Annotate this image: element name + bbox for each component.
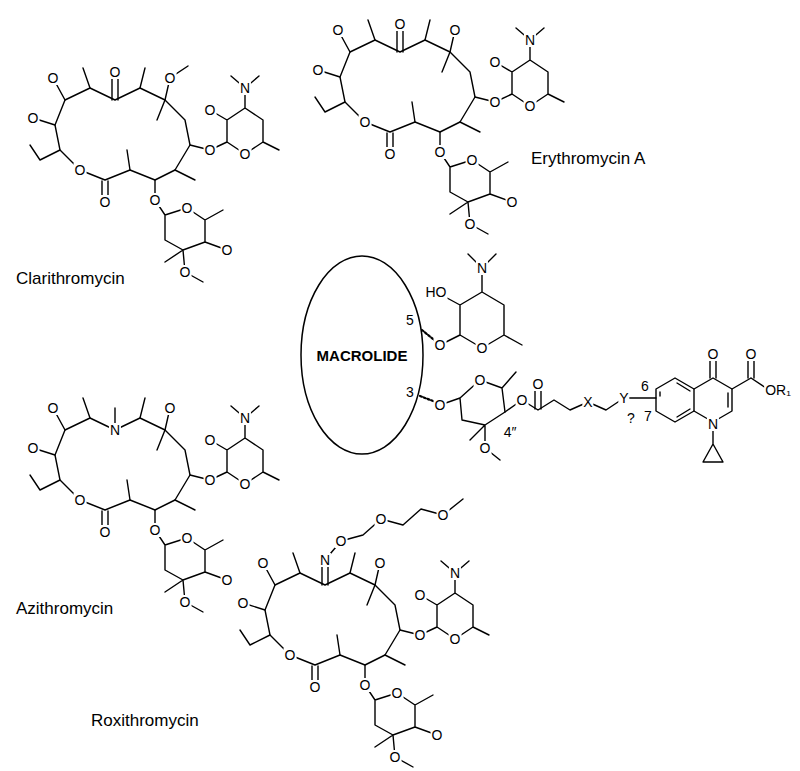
atom-label: O xyxy=(204,433,217,447)
atom-label: O xyxy=(179,265,192,279)
atom-label: N xyxy=(476,261,488,275)
atom-label: O xyxy=(309,680,322,694)
atom-label: O xyxy=(375,512,388,526)
atom-label: O xyxy=(374,556,387,570)
atom-label: O xyxy=(414,628,427,642)
atom-label: N xyxy=(109,423,121,437)
atom-label: O xyxy=(384,147,397,161)
atom-label: O xyxy=(312,63,325,77)
position-number: 6 xyxy=(640,379,650,393)
azithromycin-structure xyxy=(30,398,279,612)
atom-label: O xyxy=(434,338,447,352)
atom-label: N xyxy=(449,566,461,580)
roxithromycin-structure xyxy=(240,499,489,767)
atom-label: O xyxy=(164,401,177,415)
atom-label: O xyxy=(466,153,479,167)
position-number: ? xyxy=(626,411,636,425)
atom-label: O xyxy=(47,71,60,85)
atom-label: O xyxy=(489,55,502,69)
atom-label: OR₁ xyxy=(764,383,792,397)
atom-label: O xyxy=(434,145,447,159)
atom-label: O xyxy=(149,523,162,537)
atom-label: O xyxy=(284,648,297,662)
atom-label: O xyxy=(239,477,252,491)
hybrid-structure xyxy=(420,254,766,462)
atom-label: O xyxy=(516,393,529,407)
atom-label: O xyxy=(99,195,112,209)
atom-label: X xyxy=(582,395,593,409)
atom-label: O xyxy=(149,193,162,207)
position-number: 5 xyxy=(405,313,415,327)
clarithromycin-structure xyxy=(30,66,279,282)
atom-label: O xyxy=(394,17,407,31)
atom-label: O xyxy=(204,143,217,157)
atom-label: O xyxy=(524,99,537,113)
atom-label: O xyxy=(27,111,40,125)
atom-label: O xyxy=(47,401,60,415)
atom-label: O xyxy=(257,556,270,570)
atom-label: O xyxy=(359,115,372,129)
atom-label: O xyxy=(489,95,502,109)
atom-label: N xyxy=(239,411,251,425)
macrolide-ellipse: MACROLIDE xyxy=(300,255,424,455)
atom-label: O xyxy=(707,347,720,361)
atom-label: O xyxy=(237,596,250,610)
atom-label: O xyxy=(434,398,447,412)
node-text: MACROLIDE xyxy=(317,347,408,364)
position-number: 4″ xyxy=(503,425,518,439)
atom-label: N xyxy=(239,81,251,95)
atom-label: O xyxy=(431,728,444,742)
atom-label: O xyxy=(476,341,489,355)
atom-label: O xyxy=(437,508,450,522)
position-number: 3 xyxy=(405,385,415,399)
atom-label: O xyxy=(391,686,404,700)
atom-label: O xyxy=(181,531,194,545)
atom-label: N xyxy=(707,417,719,431)
atom-label: Y xyxy=(618,391,629,405)
compound-name: Erythromycin A xyxy=(530,150,646,167)
atom-label: O xyxy=(464,217,477,231)
atom-label: O xyxy=(221,573,234,587)
compound-name: Clarithromycin xyxy=(15,270,126,287)
erythromycin-a-structure xyxy=(315,20,564,234)
compound-name: Azithromycin xyxy=(15,600,114,617)
compound-name: Roxithromycin xyxy=(90,712,200,729)
atom-label: O xyxy=(449,23,462,37)
atom-label: O xyxy=(332,23,345,37)
atom-label: O xyxy=(74,493,87,507)
atom-label: O xyxy=(506,195,519,209)
atom-label: O xyxy=(99,525,112,539)
atom-label: O xyxy=(745,347,758,361)
atom-label: O xyxy=(74,163,87,177)
atom-label: O xyxy=(359,678,372,692)
atom-label: O xyxy=(27,441,40,455)
atom-label: O xyxy=(239,147,252,161)
atom-label: O xyxy=(164,71,177,85)
atom-label: O xyxy=(204,473,217,487)
atom-label: O xyxy=(414,588,427,602)
atom-label: O xyxy=(204,103,217,117)
position-number: 7 xyxy=(643,409,653,423)
atom-label: N xyxy=(524,33,536,47)
atom-label: O xyxy=(181,201,194,215)
atom-label: O xyxy=(449,632,462,646)
atom-label: HO xyxy=(425,285,448,299)
atom-label: O xyxy=(221,243,234,257)
atom-label: O xyxy=(474,373,487,387)
atom-label: O xyxy=(532,377,545,391)
atom-label: O xyxy=(179,595,192,609)
atom-label: O xyxy=(389,750,402,764)
atom-label: O xyxy=(479,441,492,455)
atom-label: O xyxy=(109,65,122,79)
atom-label: O xyxy=(335,534,348,548)
atom-label: N xyxy=(319,553,331,567)
